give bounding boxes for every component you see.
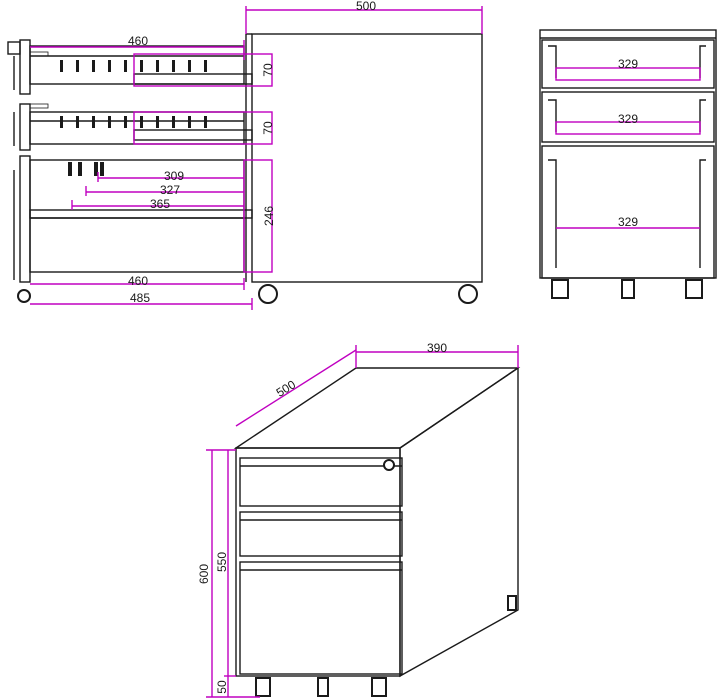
dim-iso-total-height: 600 [197,564,211,584]
dim-iso-body-height: 550 [215,552,229,572]
lock-icon [7,41,21,55]
iso-drawer-1 [239,457,403,507]
front-drawer-1 [541,39,715,89]
dim-front-drawer2-width: 329 [618,112,638,126]
front-view: 329 329 329 [539,29,717,299]
iso-side-face [399,366,519,678]
dim-drawer2-height: 70 [261,121,275,135]
iso-drawer-2 [239,511,403,557]
dim-base-inner-width: 460 [128,274,148,288]
dim-file-drawer-height: 246 [262,206,276,226]
side-file-drawer [29,159,253,273]
dim-drawer1-height: 70 [261,63,275,77]
front-casters [551,279,703,299]
dim-front-drawer1-width: 329 [618,57,638,71]
side-caster-mid [258,284,278,304]
iso-dimensions [206,345,519,698]
dim-top-width: 500 [356,0,376,13]
side-caster-back [458,284,478,304]
side-cabinet-body [251,33,483,283]
dim-divider-309: 309 [164,169,184,183]
side-view: 500 460 70 70 309 327 365 246 460 485 [7,0,483,310]
side-dimensions [30,6,483,310]
iso-view: 500 390 600 550 50 [197,341,521,698]
side-front-panels [7,39,31,283]
iso-casters [255,595,517,697]
iso-top-face [233,367,521,449]
front-drawer-3 [541,145,715,279]
side-caster-front [17,289,31,303]
dim-drawer-inner-width: 460 [128,34,148,48]
hanging-slots [60,60,207,176]
dim-iso-depth: 500 [274,377,299,400]
dim-divider-365: 365 [150,197,170,211]
dim-front-drawer3-width: 329 [618,215,638,229]
dim-divider-327: 327 [160,183,180,197]
dim-iso-width: 390 [427,341,447,355]
iso-drawer-3 [239,561,403,675]
iso-lock-icon [383,459,395,471]
dim-iso-caster-height: 50 [215,680,229,694]
front-drawer-2 [541,91,715,143]
dim-overall-depth: 485 [130,291,150,305]
